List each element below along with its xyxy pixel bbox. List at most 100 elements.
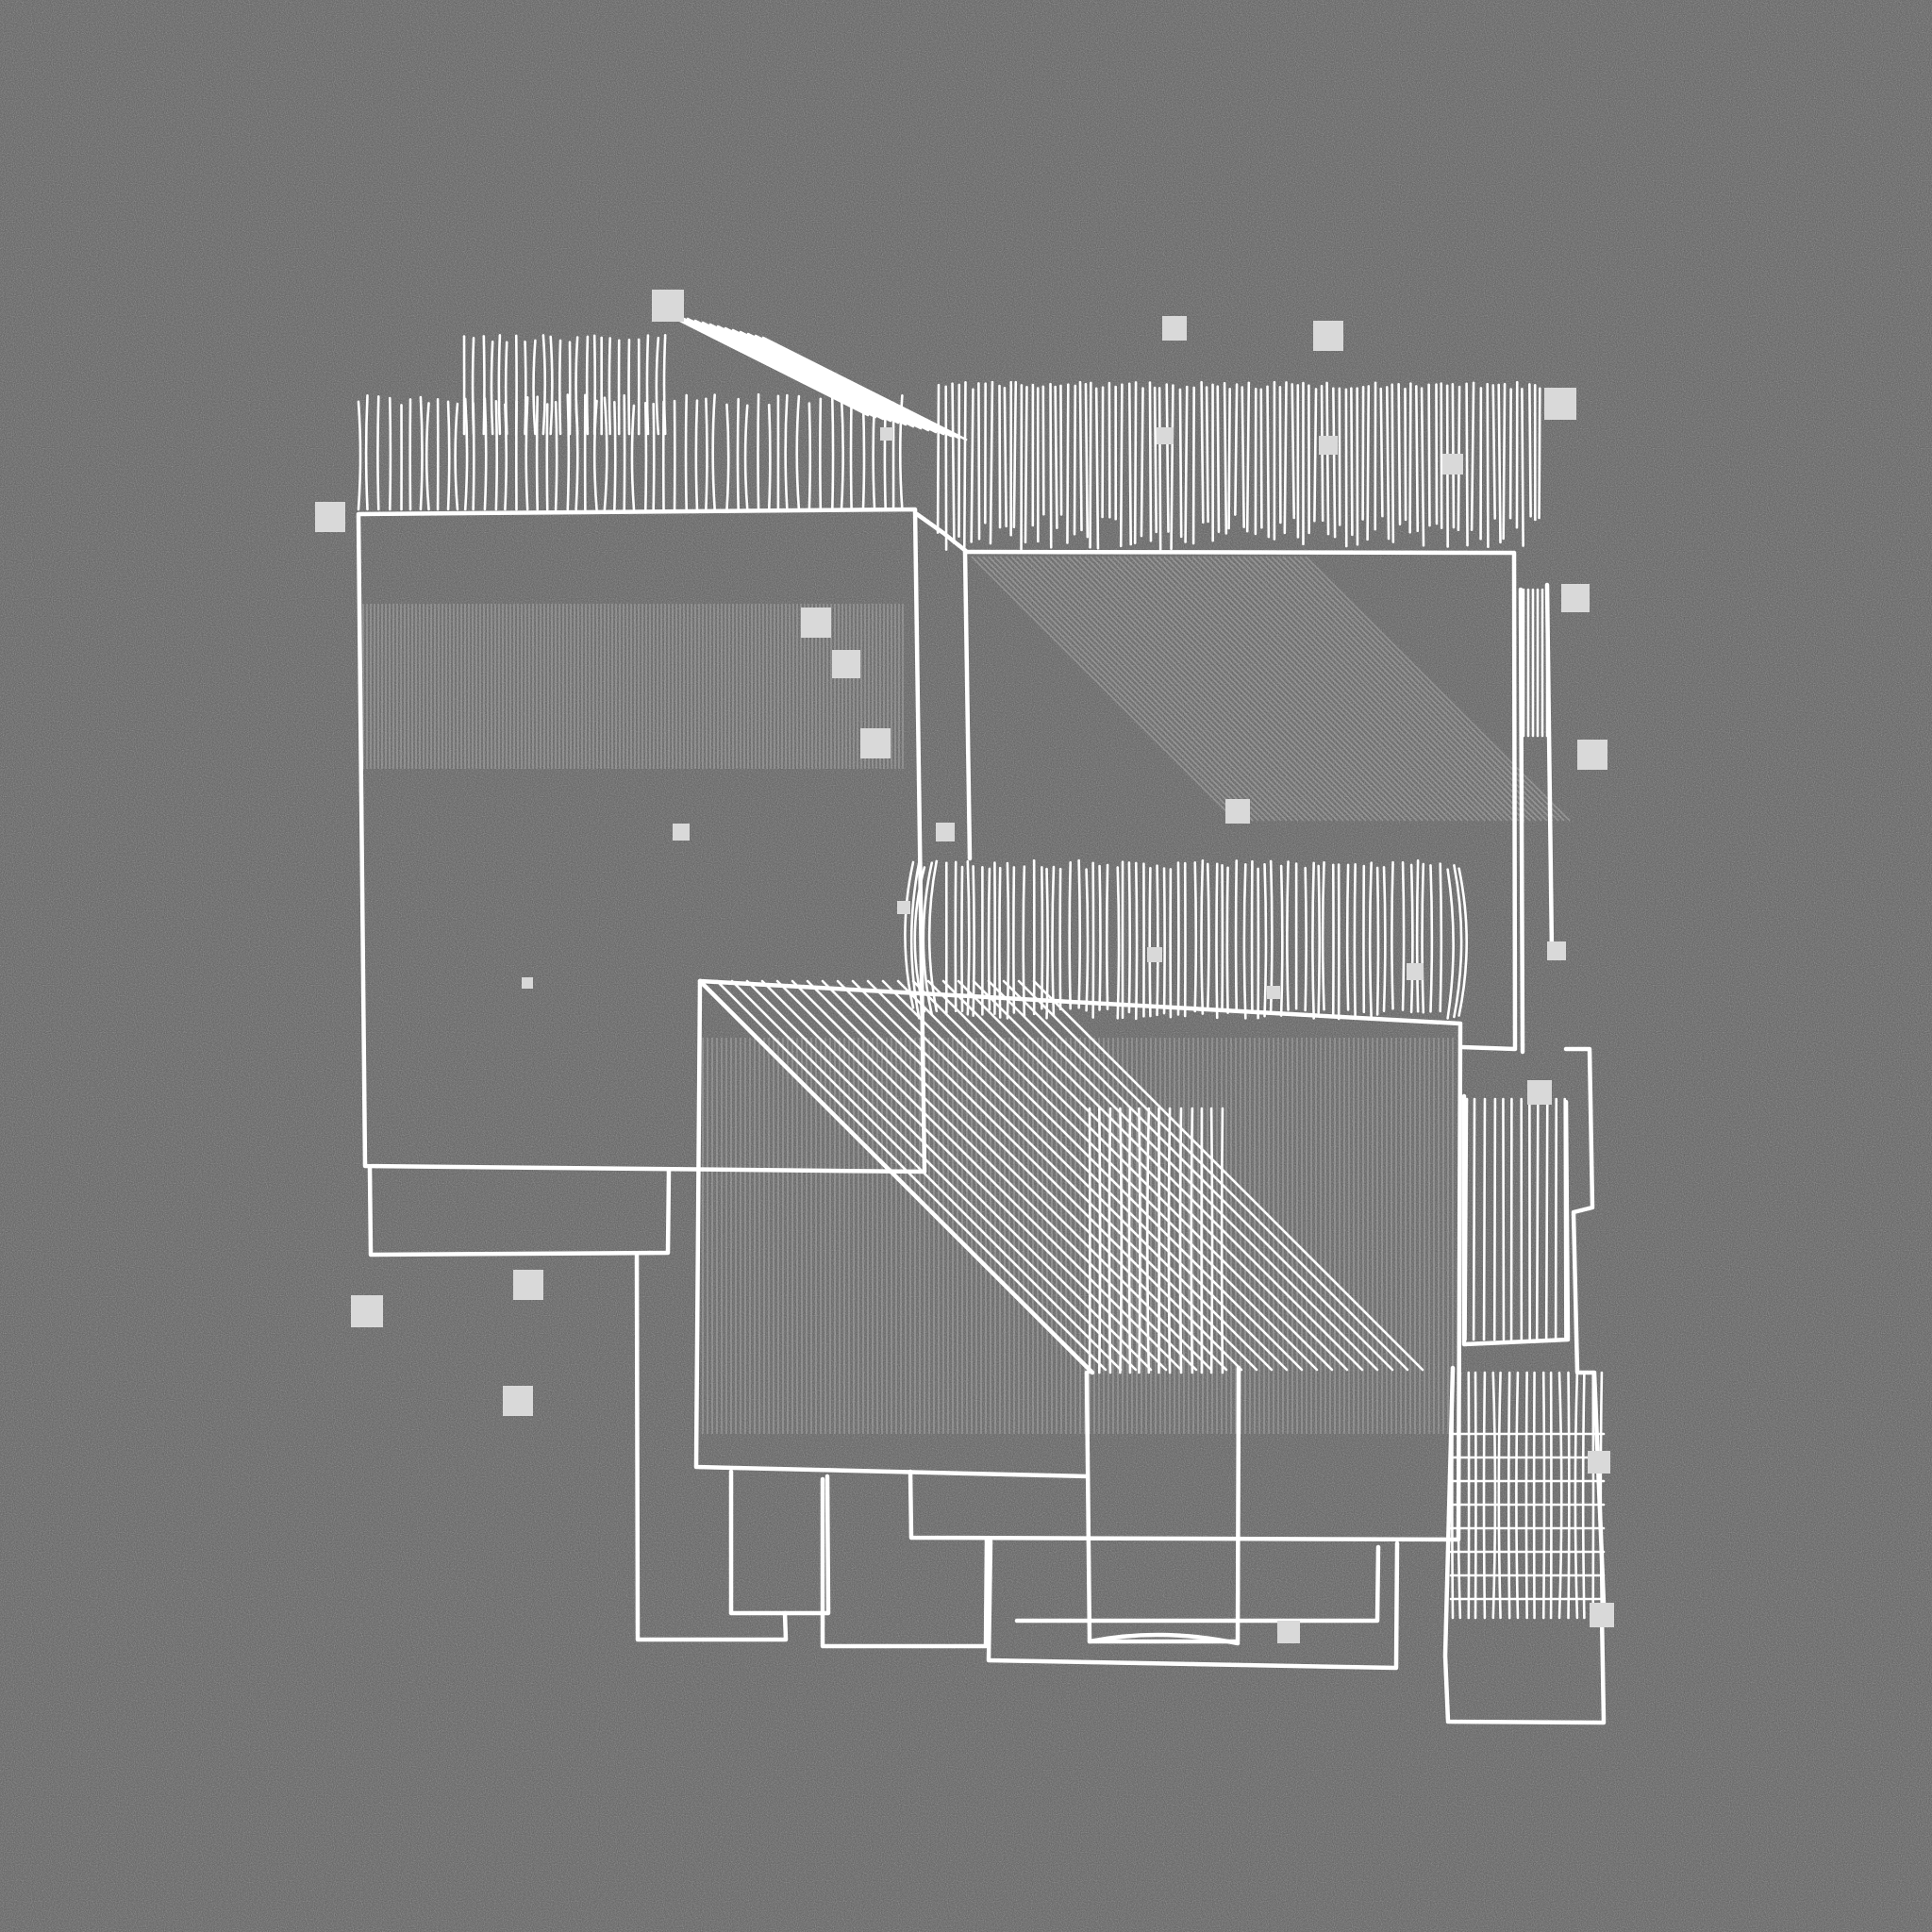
hatch-stroke — [694, 399, 699, 511]
hatch-stroke — [1209, 1107, 1214, 1374]
hatch-stroke — [836, 979, 1228, 1372]
upper-right-block-left-edge — [962, 549, 973, 861]
hatch-stroke — [1068, 860, 1073, 1010]
faint-stroke — [1027, 556, 1293, 822]
hatch-stroke — [482, 335, 486, 436]
hatch-stroke — [1162, 867, 1166, 1015]
hatch-stroke — [1078, 380, 1083, 532]
hatch-stroke — [1304, 866, 1307, 1012]
hatch-stroke — [357, 400, 362, 511]
hatch-stroke — [1049, 382, 1053, 549]
hatch-stroke — [1105, 863, 1109, 1010]
hatch-stroke — [1415, 858, 1420, 1013]
hatch-stroke — [1066, 383, 1070, 544]
hatch-stroke — [1133, 381, 1138, 544]
hatch-stroke — [1138, 1107, 1141, 1374]
sparkle-square — [1588, 1451, 1610, 1474]
sparkle-square — [1547, 941, 1566, 960]
hatch-stroke — [716, 325, 923, 430]
hatch-stroke — [1116, 866, 1121, 1020]
hatch-stroke — [541, 334, 547, 436]
hatch-stroke — [970, 388, 974, 543]
hatch-stroke — [1350, 387, 1354, 537]
hatch-stroke — [1148, 381, 1153, 542]
sparkle-square — [1590, 1603, 1614, 1627]
lower-center-diagonal — [697, 978, 1095, 1375]
hatch-stroke — [566, 393, 571, 511]
hatch-stroke — [936, 383, 941, 534]
upper-left-block-leg — [634, 1252, 789, 1642]
sparkle-square — [1162, 316, 1187, 341]
hatch-stroke — [1205, 386, 1209, 524]
hatch-stroke — [535, 395, 539, 511]
faint-stroke — [1169, 556, 1435, 822]
faint-stroke — [1141, 556, 1407, 822]
hatch-stroke — [652, 402, 656, 511]
hatch-stroke — [941, 979, 1334, 1372]
hatch-stroke — [806, 979, 1198, 1372]
hatch-stroke — [784, 393, 789, 511]
faint-stroke — [1084, 556, 1350, 822]
faint-stroke — [1237, 556, 1503, 822]
hatch-stroke — [1491, 384, 1496, 520]
hatch-stroke — [645, 334, 650, 436]
hatch-stroke — [987, 979, 1379, 1372]
hatch-stroke — [1127, 382, 1132, 546]
sparkle-square — [513, 1270, 543, 1300]
sparkle-square — [1561, 584, 1590, 612]
hatch-stroke — [851, 979, 1243, 1372]
hatch-stroke — [1325, 381, 1330, 536]
faint-stroke — [1242, 556, 1508, 822]
hatch-stroke — [678, 315, 885, 421]
hatch-stroke — [998, 384, 1002, 529]
hatch-stroke — [926, 979, 1319, 1372]
faint-stroke — [1067, 556, 1333, 822]
upper-left-block-foot — [367, 1165, 672, 1257]
hatch-stroke — [592, 334, 597, 436]
hatch-stroke — [532, 339, 537, 436]
faint-stroke — [1271, 556, 1537, 822]
hatch-stroke — [1190, 1107, 1194, 1374]
hatch-stroke — [1465, 382, 1469, 547]
faint-stroke — [1220, 556, 1486, 822]
hatch-stroke — [1409, 863, 1414, 1014]
hatch-stroke — [630, 404, 636, 511]
sparkle-square — [860, 728, 891, 758]
hatching-layer — [357, 311, 1606, 1620]
hatch-stroke — [1291, 383, 1295, 520]
hatch-stroke — [775, 979, 1168, 1372]
hatch-stroke — [1266, 385, 1271, 539]
faint-stroke — [1254, 556, 1520, 822]
hatch-stroke — [1502, 1097, 1506, 1341]
upper-right-block-connector — [914, 511, 970, 555]
hatch-stroke — [1404, 387, 1407, 522]
hatch-stroke — [1193, 861, 1198, 1013]
sparkle-square — [1267, 986, 1280, 999]
hatch-stroke — [1313, 388, 1318, 523]
hatch-stroke — [1167, 1107, 1172, 1374]
faint-stroke — [1231, 556, 1497, 822]
hatch-stroke — [1574, 1371, 1579, 1620]
sparkle-square — [1319, 436, 1338, 455]
faint-stroke — [1016, 556, 1282, 822]
sparkle-square — [652, 290, 684, 322]
hatch-stroke — [1098, 864, 1102, 1011]
hatch-stroke — [1003, 386, 1008, 528]
sparkle-square — [522, 977, 533, 989]
hatch-stroke — [671, 313, 877, 419]
hatch-stroke — [693, 319, 900, 425]
faint-stroke — [1282, 556, 1548, 822]
sparkle-square — [1544, 388, 1576, 420]
faint-stroke — [971, 556, 1237, 822]
hatch-stroke — [1225, 866, 1229, 1014]
faint-stroke — [1180, 556, 1446, 822]
hatch-stroke — [446, 400, 451, 511]
hatch-stroke — [663, 311, 870, 417]
hatch-stroke — [1332, 387, 1337, 539]
hatch-stroke — [425, 402, 430, 511]
faint-stroke — [1146, 556, 1412, 822]
hatch-stroke — [1311, 861, 1315, 1020]
hatch-stroke — [549, 335, 554, 436]
hatch-stroke — [1077, 858, 1082, 1009]
hatch-stroke — [1170, 384, 1174, 551]
